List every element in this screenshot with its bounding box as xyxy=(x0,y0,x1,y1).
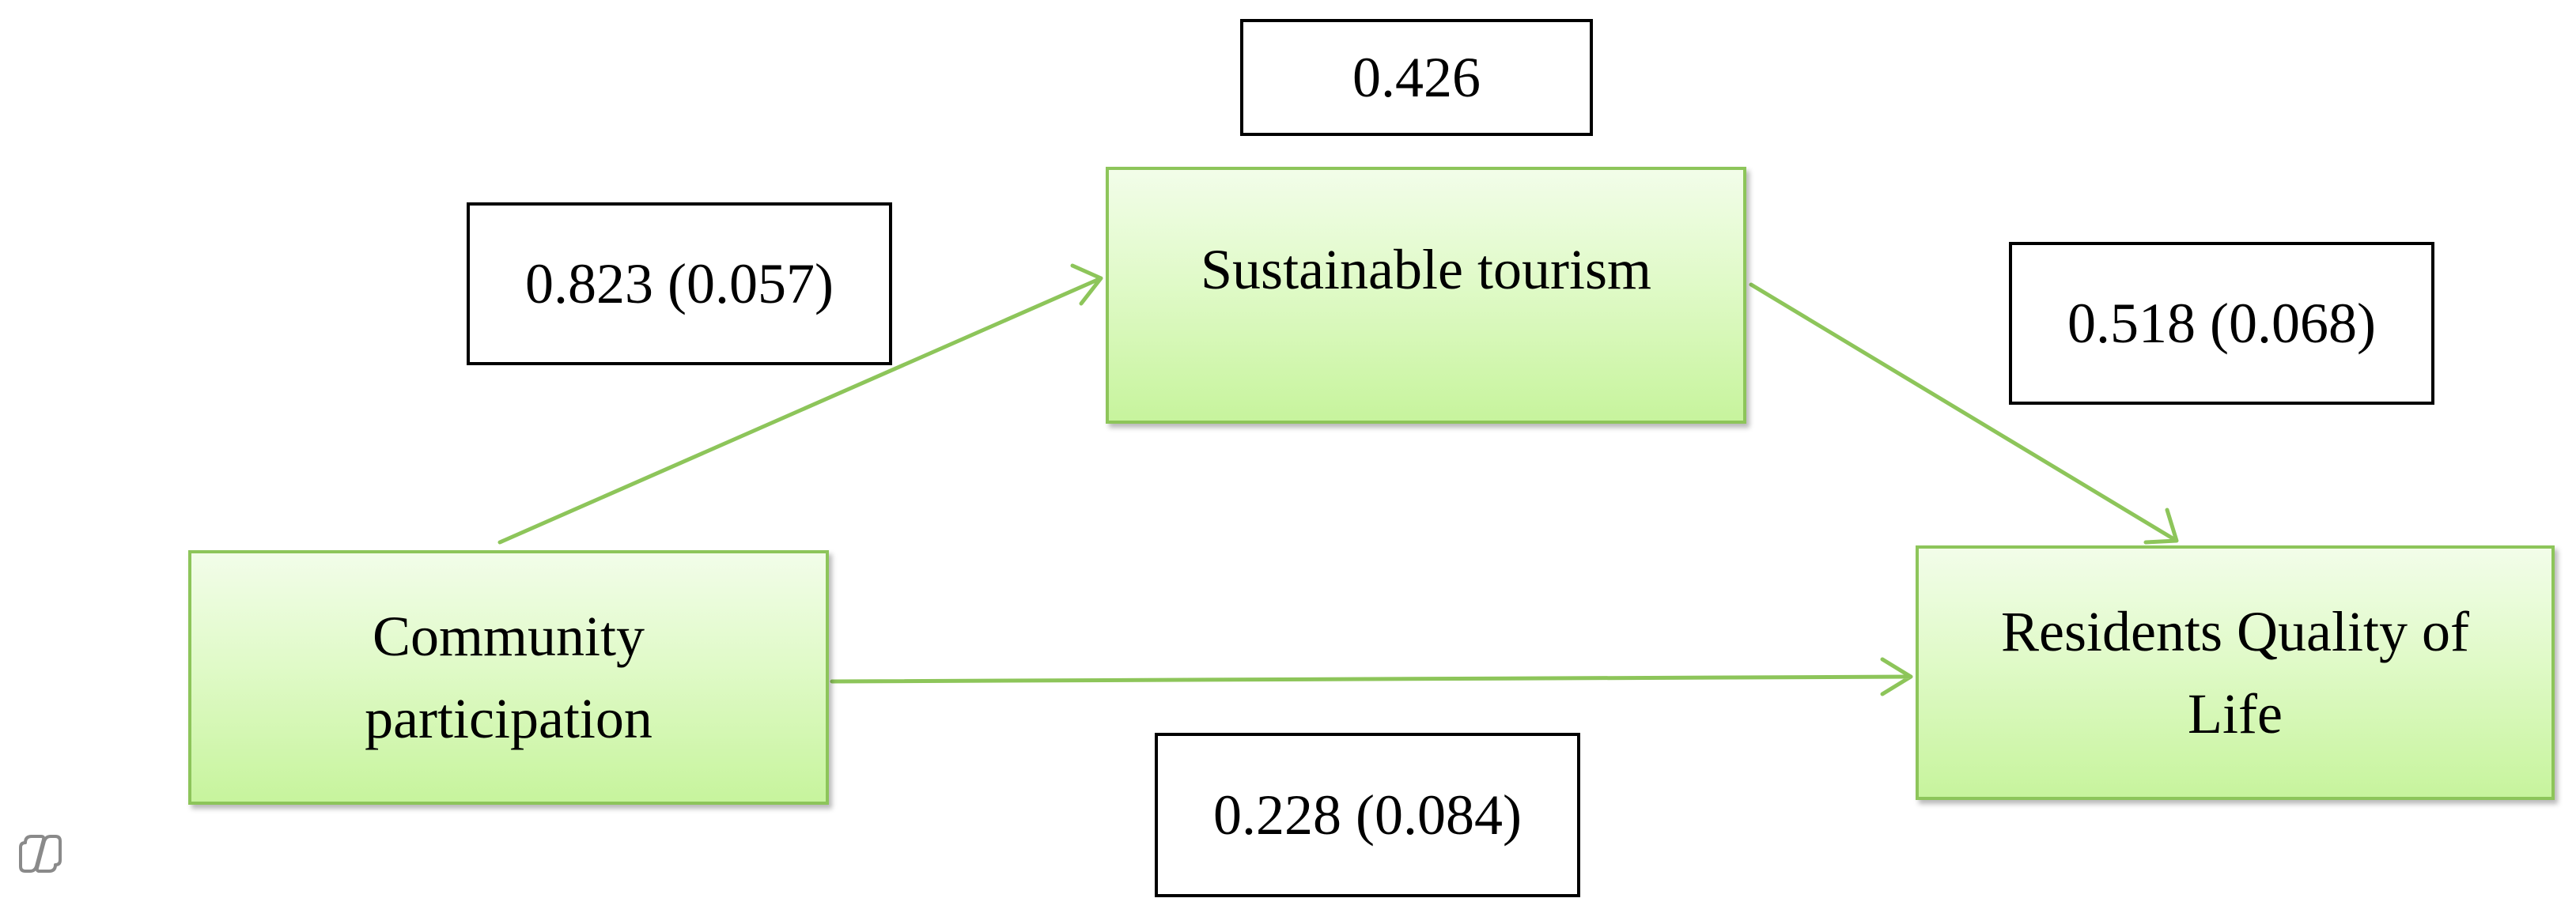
coefficient-community-to-tourism: 0.823 (0.057) xyxy=(525,251,834,315)
arrow-community-to-tourism xyxy=(497,263,1103,545)
r-squared-value: 0.426 xyxy=(1352,45,1481,109)
node-label-residents-quality-of-life: Residents Quality of Life xyxy=(2001,591,2469,755)
node-label-sustainable-tourism: Sustainable tourism xyxy=(1201,238,1651,301)
node-label-community-line1: Community xyxy=(372,605,645,668)
node-label-residents-line1: Residents Quality of xyxy=(2001,600,2469,663)
arrow-tourism-to-quality xyxy=(1749,282,2179,545)
coefficient-box-community-to-tourism: 0.823 (0.057) xyxy=(467,202,892,365)
arrow-community-to-quality xyxy=(830,657,1913,696)
coefficient-box-community-to-quality: 0.228 (0.084) xyxy=(1155,733,1580,897)
coefficient-community-to-quality: 0.228 (0.084) xyxy=(1213,783,1522,847)
r-squared-value-box: 0.426 xyxy=(1240,19,1593,136)
node-sustainable-tourism: Sustainable tourism xyxy=(1106,167,1746,424)
node-label-residents-line2: Life xyxy=(2188,682,2283,745)
node-residents-quality-of-life: Residents Quality of Life xyxy=(1916,545,2555,800)
node-community-participation: Community participation xyxy=(188,550,829,805)
copilot-icon xyxy=(19,835,62,873)
node-label-community-line2: participation xyxy=(365,687,653,750)
coefficient-box-tourism-to-quality: 0.518 (0.068) xyxy=(2009,242,2434,405)
node-label-community-participation: Community participation xyxy=(365,595,653,760)
coefficient-tourism-to-quality: 0.518 (0.068) xyxy=(2067,291,2376,355)
